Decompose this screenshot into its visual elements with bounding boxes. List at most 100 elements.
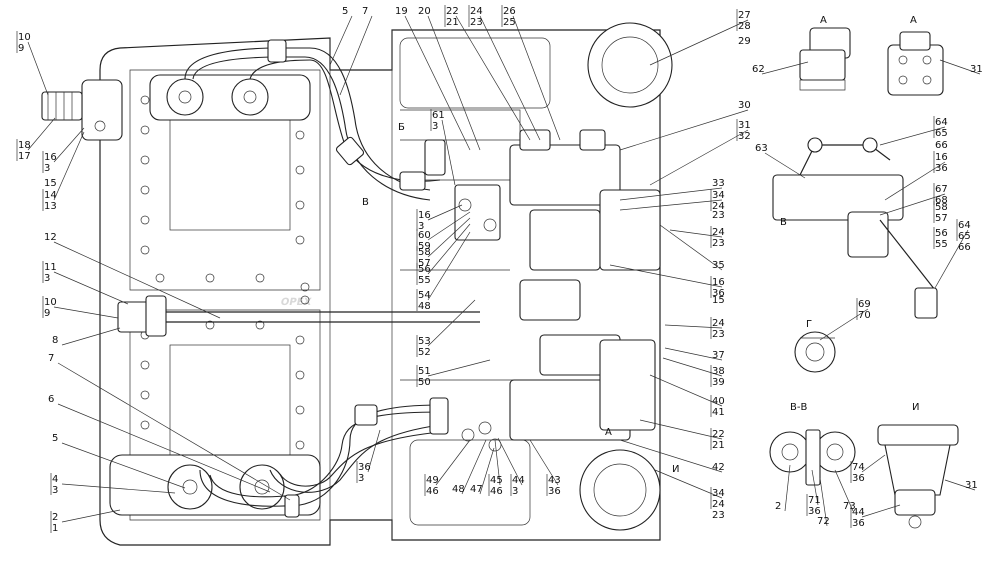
callout-top-number: 16 [935,152,948,163]
bolt-hole [295,370,305,380]
callout-top-number: 69 [858,299,871,310]
bolt-hole [205,273,215,283]
view-letter-i1: И [912,402,919,413]
callout-bottom-number: 46 [490,486,503,497]
leader-line [512,15,561,141]
callout-top-number: 66 [935,140,948,151]
callout-top-number: 58 [935,202,948,213]
leader-line [61,509,121,523]
callout-c36: 35 [712,260,725,271]
callout-top-number: 37 [712,350,725,361]
leader-line [764,152,806,179]
callout-bottom-number: 68 [935,195,948,206]
callout-c27: 163 [416,209,431,232]
callout-top-number: 14 [44,190,57,201]
leader-line [479,15,541,141]
callout-top-number: 27 [738,10,751,21]
callout-top-number: 5 [52,433,58,444]
callout-c10: 7 [48,353,54,364]
callout-top-number: 6 [48,394,54,405]
hoses-top [184,39,446,201]
callout-c51: 443 [510,474,525,497]
callout-bottom-number: 36 [808,506,821,517]
callout-c38: 15 [712,295,725,306]
callout-top-number: 72 [817,516,830,527]
callout-top-number: 24 [712,227,725,238]
callout-top-number: 35 [712,260,725,271]
leader-line [427,231,471,301]
callout-top-number: 48 [452,484,465,495]
leader-line [861,454,886,473]
callout-top-number: 8 [52,335,58,346]
callout-bottom-number: 3 [418,221,424,232]
callout-top-number: 29 [738,36,751,47]
callout-c8: 109 [42,296,57,319]
leader-line [819,308,869,341]
callout-bottom-number: 24 [712,201,725,212]
leader-line [861,504,901,518]
watermark: ОРЕХ [280,297,313,308]
callout-c6: 12 [44,232,57,243]
leader-line [934,229,969,289]
callout-top-number: 36 [358,462,371,473]
callout-top-number: 71 [808,495,821,506]
callout-c60: 66 [935,140,948,151]
callout-top-number: 7 [362,6,368,17]
leader-line [649,19,749,66]
callout-bottom-number: 41 [712,407,725,418]
callout-c7: 113 [42,261,57,284]
callout-c12: 5 [52,433,58,444]
leader-line [404,15,471,151]
callout-bottom-number: 65 [958,231,971,242]
bolt-hole [295,130,305,140]
callout-bottom-number: 3 [44,163,50,174]
callout-top-number: 73 [843,501,856,512]
callout-top-number: 22 [446,6,459,17]
callout-top-number: 11 [44,262,57,273]
leader-line [53,271,129,305]
callout-top-number: 33 [712,178,725,189]
callout-top-number: 44 [512,475,525,486]
bolt-hole [140,125,150,135]
callout-top-number: 34 [712,488,725,499]
leader-line [664,347,723,361]
callout-c15: 5 [342,6,348,17]
leader-line [329,15,353,66]
view-letter-v1: В [362,197,369,208]
leader-line [479,447,495,495]
callout-top-number: 5 [342,6,348,17]
callout-top-number: 12 [44,232,57,243]
callout-c70: 72 [817,516,830,527]
leader-line [497,437,523,486]
callout-top-number: 18 [18,140,31,151]
leader-line [427,204,463,221]
leader-line [884,161,946,201]
callout-top-number: 2 [52,512,58,523]
callout-top-number: 23 [712,210,725,221]
leader-line [427,299,476,347]
bolt-hole [300,295,310,305]
bolt-hole [255,320,265,330]
callout-bottom-number: 36 [852,473,865,484]
central-valve-units [454,22,673,531]
callout-c17: 19 [395,6,408,17]
leader-line [53,127,85,163]
callout-bottom-number: 23 [470,17,483,28]
leader-line [761,61,809,75]
leader-line [834,469,854,512]
callout-top-number: 54 [418,290,431,301]
